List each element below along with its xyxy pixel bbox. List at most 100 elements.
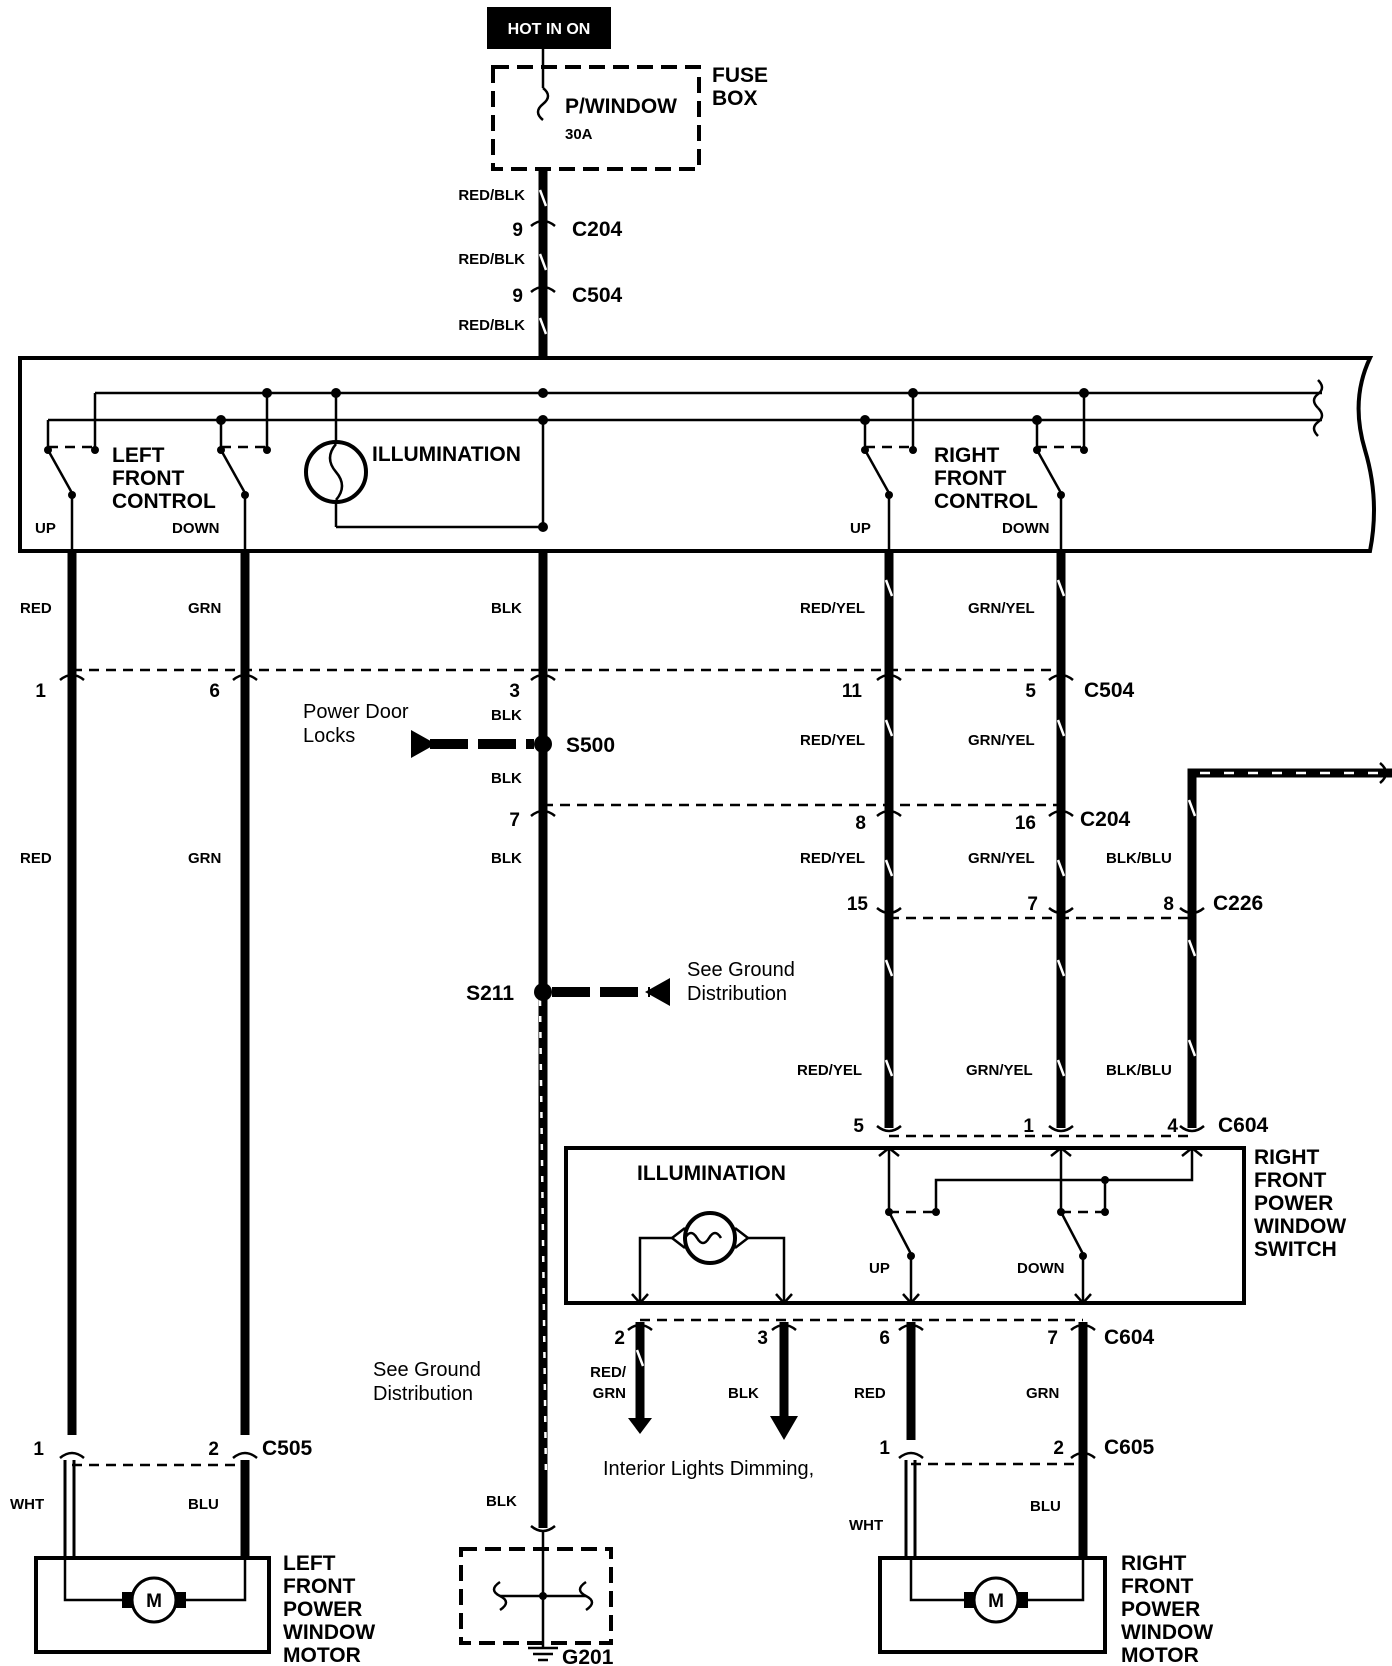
c504-feed-name: C504: [572, 284, 623, 307]
s211-ground-arrow: [645, 978, 670, 1006]
g201-name: G201: [562, 1646, 614, 1666]
c226-pin-7: 7: [1027, 894, 1038, 915]
c204-pin-7: 7: [509, 810, 520, 831]
c505-name: C505: [262, 1437, 313, 1460]
dimming-arrow: [770, 1416, 798, 1440]
right-motor-housing: [878, 1556, 1107, 1654]
fuse-icon: [536, 87, 550, 121]
c204-feed-pin: 9: [512, 220, 523, 241]
right-control-label-3: CONTROL: [934, 490, 1038, 513]
right-motor-label-4: WINDOW: [1121, 1621, 1213, 1644]
c604-pin-1: 1: [1023, 1116, 1034, 1137]
feed-wire-label-3: RED/BLK: [458, 317, 525, 334]
left-control-label-1: LEFT: [112, 444, 165, 467]
s500-splice: [534, 735, 552, 753]
wire-red-yel-1: RED/YEL: [800, 600, 865, 617]
right-motor-icon: [972, 1576, 1020, 1624]
left-up-label: UP: [35, 520, 56, 537]
wire-grn-yel-2: GRN/YEL: [968, 850, 1035, 867]
c204-feed-name: C204: [572, 218, 623, 241]
c504-feed-pin: 9: [512, 286, 523, 307]
interior-lights-dimming: Interior Lights Dimming,: [603, 1458, 814, 1480]
c504-pin-1: 1: [35, 681, 46, 702]
c605-pin-2: 2: [1053, 1438, 1064, 1459]
fuse-name: P/WINDOW: [565, 95, 677, 118]
c505-blu: BLU: [188, 1496, 219, 1513]
fuse-rating: 30A: [565, 126, 593, 143]
right-control-label-2: FRONT: [934, 467, 1006, 490]
rf-switch-label-1: RIGHT: [1254, 1146, 1320, 1169]
fuse-box-label-1: FUSE: [712, 64, 768, 87]
c604-red-yel: RED/YEL: [797, 1062, 862, 1079]
c604b-wire-2a: RED/: [590, 1364, 627, 1381]
c226-name: C226: [1213, 892, 1263, 915]
c604b-wire-6: RED: [854, 1385, 886, 1402]
c504-connector-icon: [530, 285, 556, 293]
c505-wht: WHT: [10, 1496, 44, 1513]
wire-red-yel-2: RED/YEL: [800, 850, 865, 867]
s500-name: S500: [566, 734, 615, 757]
fuse-box: [491, 65, 701, 171]
left-down-label: DOWN: [172, 520, 220, 537]
master-illumination-label: ILLUMINATION: [372, 443, 521, 466]
ground-left-label-2: Distribution: [373, 1383, 473, 1405]
feed-wire-label-2: RED/BLK: [458, 251, 525, 268]
left-motor-label-5: MOTOR: [283, 1644, 361, 1666]
c505-pin-1: 1: [33, 1439, 44, 1460]
left-motor-symbol: M: [146, 1591, 162, 1612]
s500-red-yel: RED/YEL: [800, 732, 865, 749]
right-motor-symbol: M: [988, 1591, 1004, 1612]
s211-see-ground-2: Distribution: [687, 983, 787, 1005]
c204-connector-icon: [530, 219, 556, 227]
wire-blk-blu-2: BLK/BLU: [1106, 850, 1172, 867]
c204-name: C204: [1080, 808, 1131, 831]
master-switch-housing: [18, 356, 1376, 553]
right-motor-label-1: RIGHT: [1121, 1552, 1187, 1575]
c604-pin-5: 5: [853, 1116, 864, 1137]
ground-left-label-1: See Ground: [373, 1359, 481, 1381]
blk-blu-wire: [1187, 768, 1392, 1128]
right-up-label: UP: [850, 520, 871, 537]
c604b-wire-7: GRN: [1026, 1385, 1059, 1402]
rf-switch-label-5: SWITCH: [1254, 1238, 1337, 1261]
wire-red-1: RED: [20, 600, 52, 617]
power-door-locks-label-1: Power Door: [303, 701, 409, 723]
rf-window-switch-internals: [878, 1146, 1203, 1305]
s500-grn-yel: GRN/YEL: [968, 732, 1035, 749]
c605-wht: WHT: [849, 1517, 883, 1534]
power-door-locks-arrow: [411, 730, 436, 758]
c604b-pin-2: 2: [614, 1328, 625, 1349]
c605-name: C605: [1104, 1436, 1155, 1459]
c226-pin-8: 8: [1163, 894, 1174, 915]
right-motor-label-2: FRONT: [1121, 1575, 1193, 1598]
c504-pin-5: 5: [1025, 681, 1036, 702]
c605-pin-1: 1: [879, 1438, 890, 1459]
dimming-ground-arrow: [628, 1418, 652, 1434]
left-motor-icon: [130, 1576, 178, 1624]
right-down-label: DOWN: [1002, 520, 1050, 537]
g201-ground-box: [459, 1547, 613, 1645]
s211-splice: [534, 983, 552, 1001]
wire-grn-1: GRN: [188, 600, 221, 617]
c604-grn-yel: GRN/YEL: [966, 1062, 1033, 1079]
s500-blk-upper: BLK: [491, 707, 522, 724]
rf-switch-label-4: WINDOW: [1254, 1215, 1346, 1238]
c204-pin-8: 8: [855, 813, 866, 834]
right-front-control: [860, 388, 1089, 551]
left-front-control: [44, 388, 272, 551]
c604b-pin-3: 3: [757, 1328, 768, 1349]
left-motor-label-4: WINDOW: [283, 1621, 375, 1644]
break-symbol-2: [1312, 407, 1324, 437]
c504-pin-11: 11: [842, 681, 863, 702]
c504-pin-6: 6: [209, 681, 220, 702]
left-motor-label-2: FRONT: [283, 1575, 355, 1598]
c504-pin-3: 3: [509, 681, 520, 702]
rf-switch-label-3: POWER: [1254, 1192, 1333, 1215]
left-motor-housing: [34, 1556, 271, 1654]
right-motor-label-3: POWER: [1121, 1598, 1200, 1621]
right-motor-label-5: MOTOR: [1121, 1644, 1199, 1666]
rf-switch-label-2: FRONT: [1254, 1169, 1326, 1192]
hot-in-on-label: HOT IN ON: [508, 21, 591, 38]
rf-switch-illumination-label: ILLUMINATION: [637, 1162, 786, 1185]
wire-blk-1: BLK: [491, 600, 522, 617]
